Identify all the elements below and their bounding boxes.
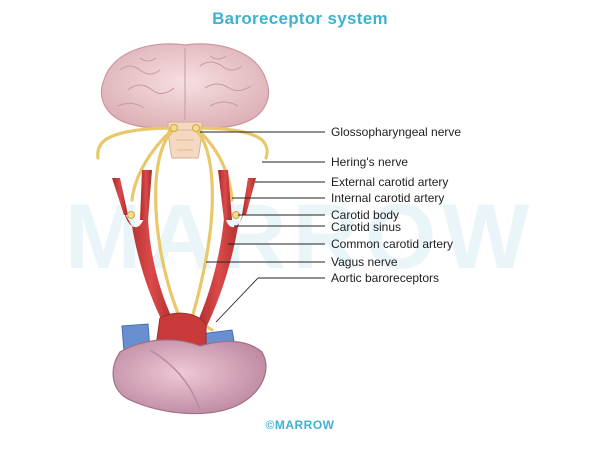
label-herings-nerve: Hering's nerve	[331, 155, 408, 169]
heart	[112, 312, 267, 415]
label-internal-carotid-artery: Internal carotid artery	[331, 191, 445, 205]
diagram-title: Baroreceptor system	[212, 9, 388, 28]
carotid-arteries	[112, 170, 256, 332]
brain	[100, 43, 270, 159]
label-carotid-sinus: Carotid sinus	[331, 220, 402, 234]
label-common-carotid-artery: Common carotid artery	[331, 237, 454, 251]
label-aortic-baroreceptors: Aortic baroreceptors	[331, 271, 440, 285]
label-glossopharyngeal-nerve: Glossopharyngeal nerve	[331, 125, 462, 139]
copyright-credit: ©MARROW	[265, 418, 335, 432]
label-vagus-nerve: Vagus nerve	[331, 255, 398, 269]
label-carotid-body: Carotid body	[331, 208, 400, 222]
leader-lines	[200, 131, 325, 323]
label-external-carotid-artery: External carotid artery	[331, 175, 449, 189]
